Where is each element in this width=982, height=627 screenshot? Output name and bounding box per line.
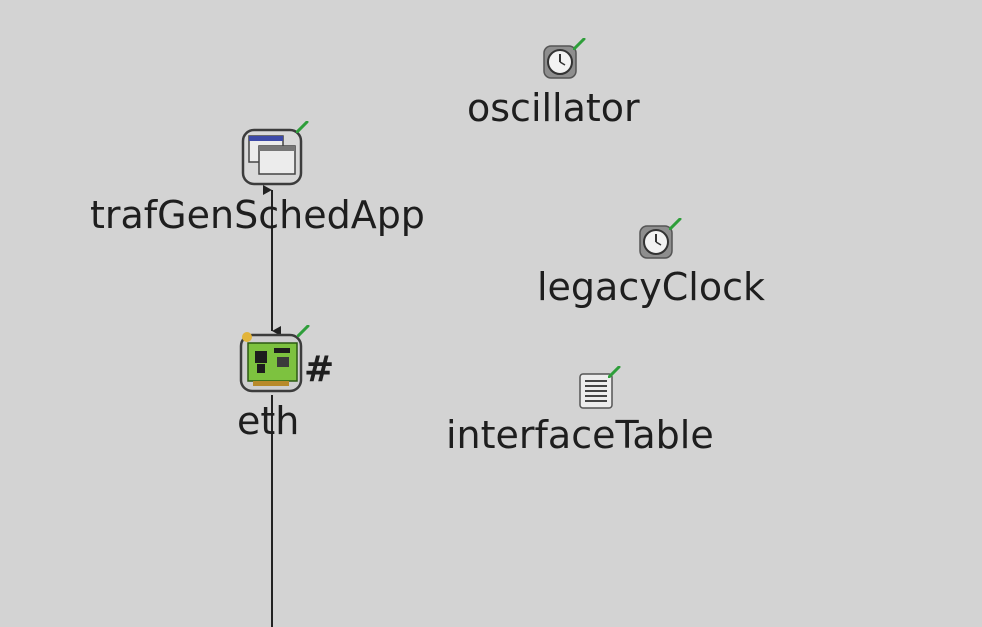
network-card-icon [239,333,303,393]
module-label: trafGenSchedApp [90,193,425,237]
vector-marker: # [304,349,335,390]
status-ok-icon [669,218,682,230]
status-ok-icon [573,38,586,50]
clock-icon [639,225,673,259]
clock-icon [543,45,577,79]
app-window-icon [241,128,303,186]
warning-icon [242,332,252,342]
module-label: oscillator [467,86,640,130]
module-label: interfaceTable [446,413,714,457]
module-label: legacyClock [537,265,765,309]
status-ok-icon [608,366,621,378]
status-ok-icon [297,325,310,337]
table-icon [579,373,613,409]
module-label: eth [237,399,300,443]
status-ok-icon [296,121,309,133]
